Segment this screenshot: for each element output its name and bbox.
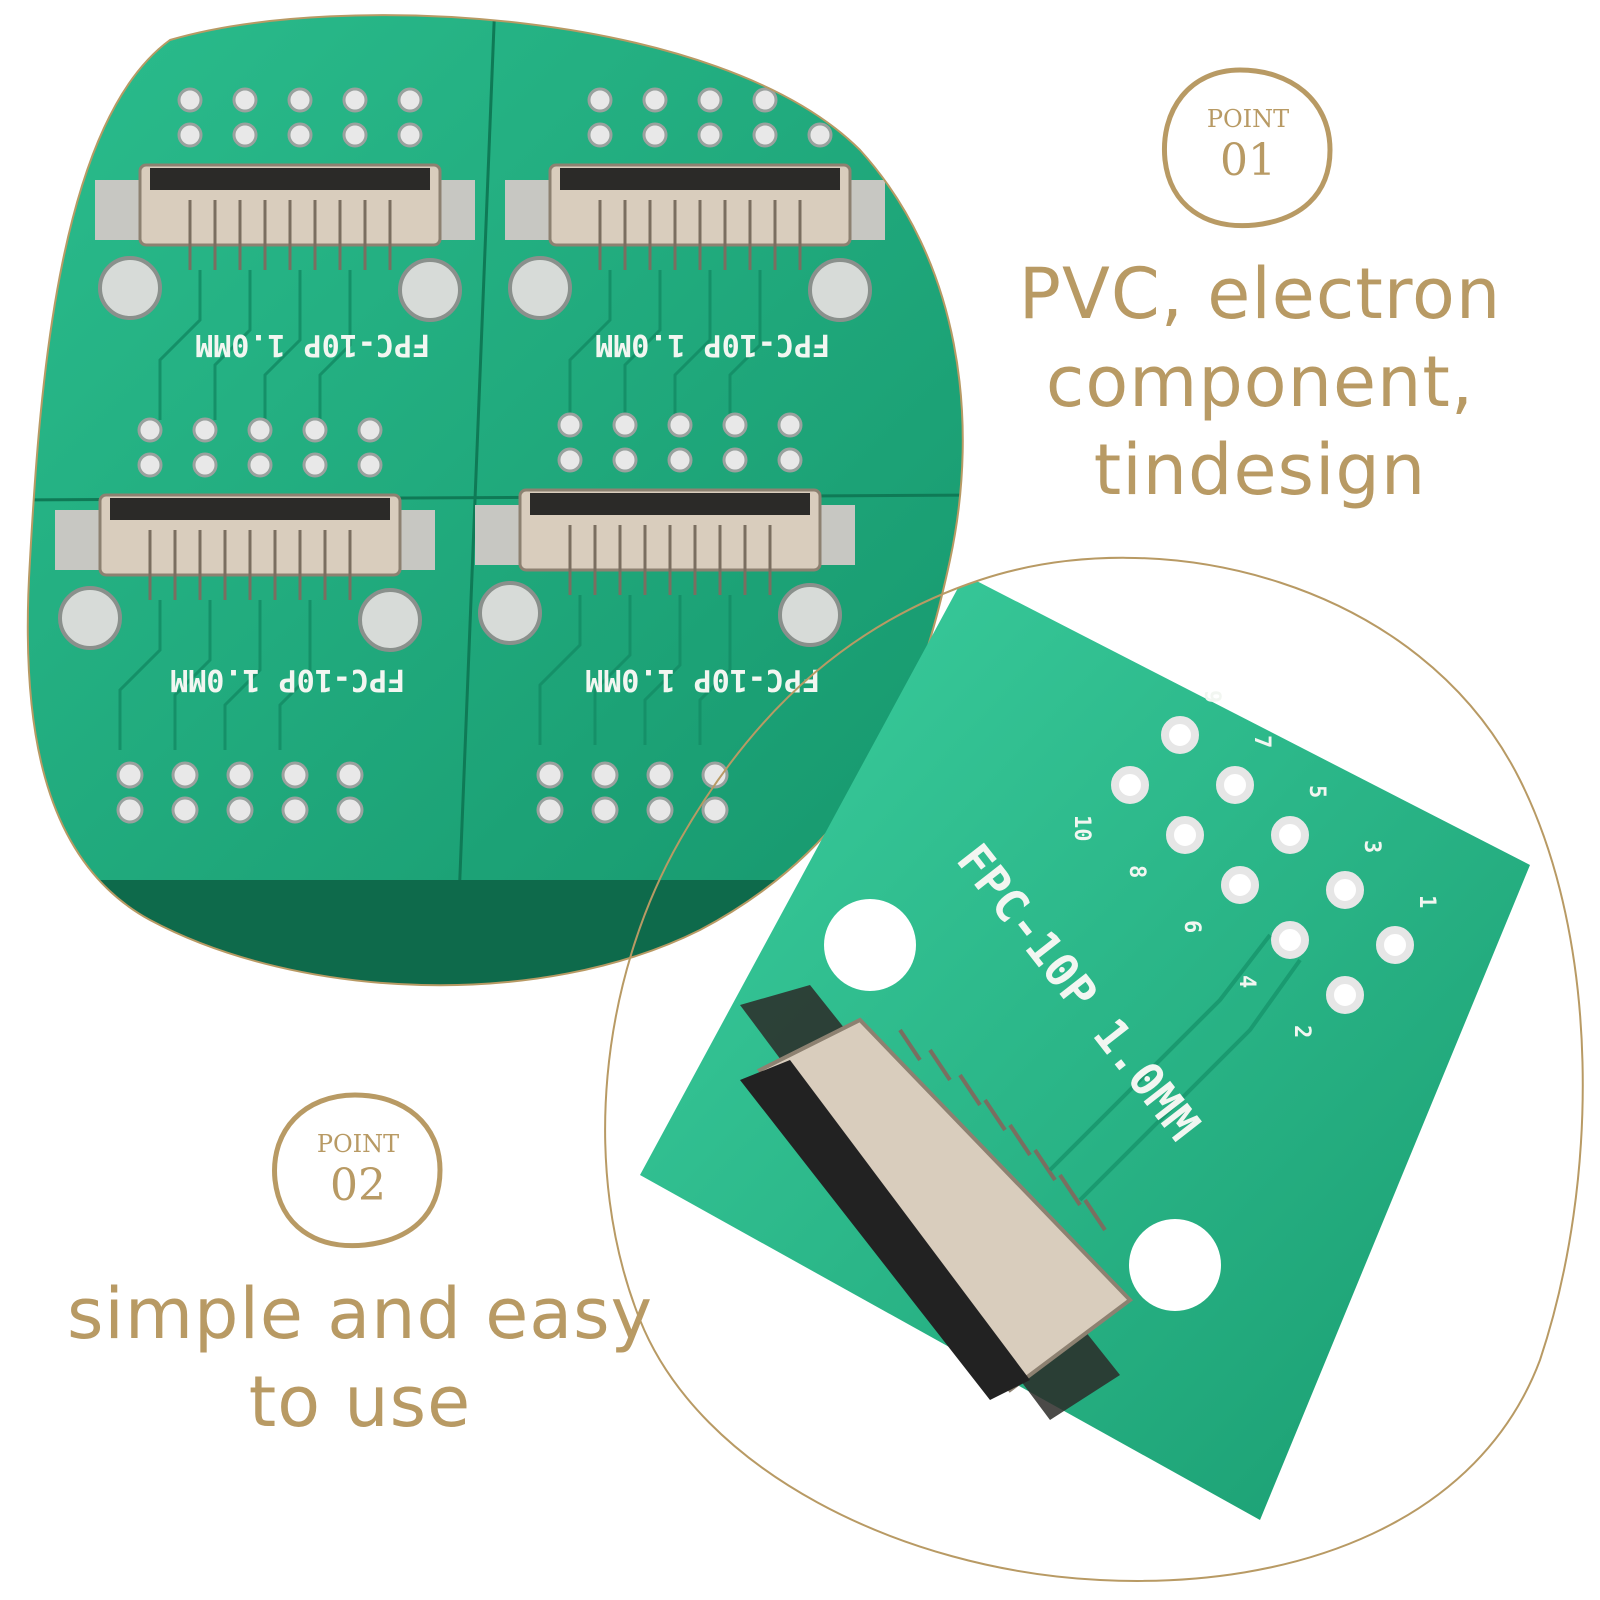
feature-02-line: to use bbox=[248, 1361, 472, 1443]
pin-number: 2 bbox=[1289, 1025, 1314, 1038]
board-label: FPC-10P 1.0MM bbox=[195, 327, 430, 362]
panel-photo: FPC-10P 1.0MM FPC-10P 1.0MM FPC-10P 1.0M… bbox=[27, 15, 963, 986]
feature-01-line: tindesign bbox=[1093, 429, 1427, 511]
pin-number: 10 bbox=[1069, 815, 1094, 842]
bottom-blob-outline bbox=[604, 556, 1584, 1582]
pin-number: 6 bbox=[1179, 920, 1204, 933]
board-label: FPC-10P 1.0MM bbox=[585, 662, 820, 697]
point-01-badge: POINT 01 bbox=[1161, 67, 1333, 229]
pin-number: 1 bbox=[1414, 895, 1439, 908]
point-02-number: 02 bbox=[330, 1160, 386, 1211]
board-label: FPC-10P 1.0MM bbox=[595, 327, 830, 362]
board-label: FPC-10P 1.0MM bbox=[170, 662, 405, 697]
top-blob-outline bbox=[26, 14, 964, 987]
single-board-photo: FPC-10P 1.0MM 9 7 5 3 1 10 8 6 4 2 bbox=[640, 575, 1530, 1520]
feature-01-text: PVC, electron component, tindesign bbox=[980, 250, 1540, 514]
feature-02-line: simple and easy bbox=[66, 1273, 654, 1355]
pin-number: 4 bbox=[1234, 975, 1259, 988]
pin-number: 5 bbox=[1304, 785, 1329, 798]
pin-number: 7 bbox=[1249, 735, 1274, 748]
point-01-label: POINT bbox=[1207, 105, 1289, 133]
board-cell bbox=[95, 87, 475, 420]
feature-01-line: component, bbox=[1045, 341, 1475, 423]
feature-02-text: simple and easy to use bbox=[10, 1270, 710, 1446]
feature-01-line: PVC, electron bbox=[1018, 253, 1502, 335]
pin-number: 8 bbox=[1124, 865, 1149, 878]
pin-number: 3 bbox=[1359, 840, 1384, 853]
point-02-label: POINT bbox=[317, 1130, 399, 1158]
point-01-number: 01 bbox=[1220, 135, 1276, 186]
point-02-badge: POINT 02 bbox=[272, 1092, 443, 1249]
pin-number: 9 bbox=[1199, 690, 1224, 703]
